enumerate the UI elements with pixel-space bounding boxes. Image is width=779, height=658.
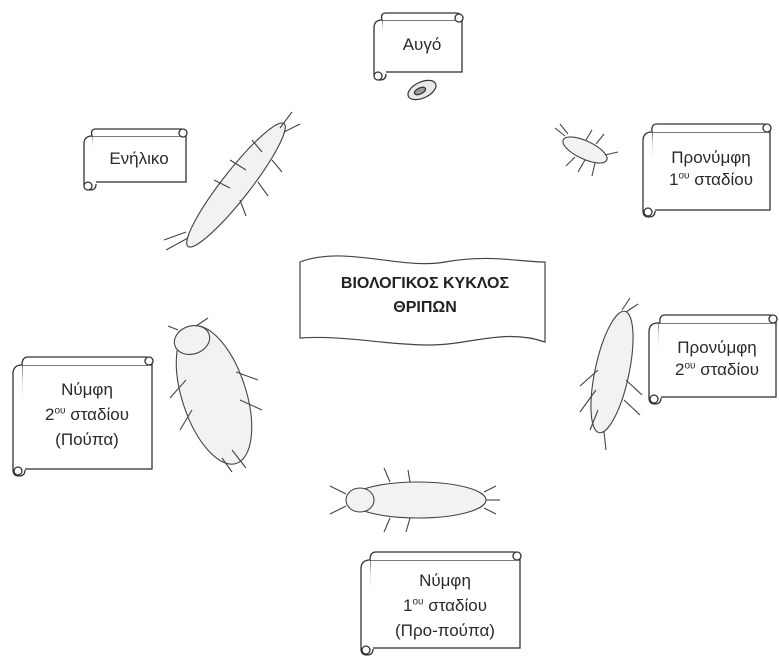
larva-1-line-1: Προνύμφη bbox=[654, 147, 768, 169]
prepupa-illustration bbox=[330, 468, 500, 532]
pupa-ordinal: ου bbox=[54, 405, 65, 416]
diagram-title: ΒΙΟΛΟΓΙΚΟΣ ΚΥΚΛΟΣ ΘΡΙΠΩΝ bbox=[310, 272, 540, 320]
larva-1-stage-word: σταδίου bbox=[689, 170, 753, 189]
larva-1-line-2: 1ου σταδίου bbox=[654, 169, 768, 191]
pupa-line-1: Νύμφη bbox=[24, 377, 150, 402]
label-adult: Ενήλικο bbox=[94, 148, 184, 170]
label-egg: Αυγό bbox=[384, 34, 460, 56]
prepupa-line-3: (Προ-πούπα) bbox=[372, 618, 518, 643]
egg-text: Αυγό bbox=[403, 35, 442, 54]
pupa-line-2: 2ου σταδίου bbox=[24, 402, 150, 427]
label-larva-2: Προνύμφη 2ου σταδίου bbox=[660, 337, 774, 381]
larva-2-ordinal: ου bbox=[684, 360, 695, 371]
pupa-line-3: (Πούπα) bbox=[24, 427, 150, 452]
larva-1-ordinal: ου bbox=[678, 170, 689, 181]
larva-2-line-1: Προνύμφη bbox=[660, 337, 774, 359]
label-prepupa: Νύμφη 1ου σταδίου (Προ-πούπα) bbox=[372, 568, 518, 643]
pupa-illustration bbox=[161, 317, 266, 474]
larva-2-stage-word: σταδίου bbox=[695, 360, 759, 379]
larva-2-line-2: 2ου σταδίου bbox=[660, 359, 774, 381]
title-line-1: ΒΙΟΛΟΓΙΚΟΣ ΚΥΚΛΟΣ bbox=[310, 272, 540, 296]
prepupa-ordinal: ου bbox=[412, 596, 423, 607]
label-larva-1: Προνύμφη 1ου σταδίου bbox=[654, 147, 768, 191]
label-pupa: Νύμφη 2ου σταδίου (Πούπα) bbox=[24, 377, 150, 452]
prepupa-stage-word: σταδίου bbox=[423, 596, 487, 615]
prepupa-line-1: Νύμφη bbox=[372, 568, 518, 593]
larva-2-illustration bbox=[580, 298, 642, 450]
prepupa-line-2: 1ου σταδίου bbox=[372, 593, 518, 618]
title-line-2: ΘΡΙΠΩΝ bbox=[310, 296, 540, 320]
larva-1-illustration bbox=[555, 124, 618, 176]
egg-illustration bbox=[405, 76, 439, 103]
adult-text: Ενήλικο bbox=[109, 149, 168, 168]
pupa-stage-word: σταδίου bbox=[65, 405, 129, 424]
